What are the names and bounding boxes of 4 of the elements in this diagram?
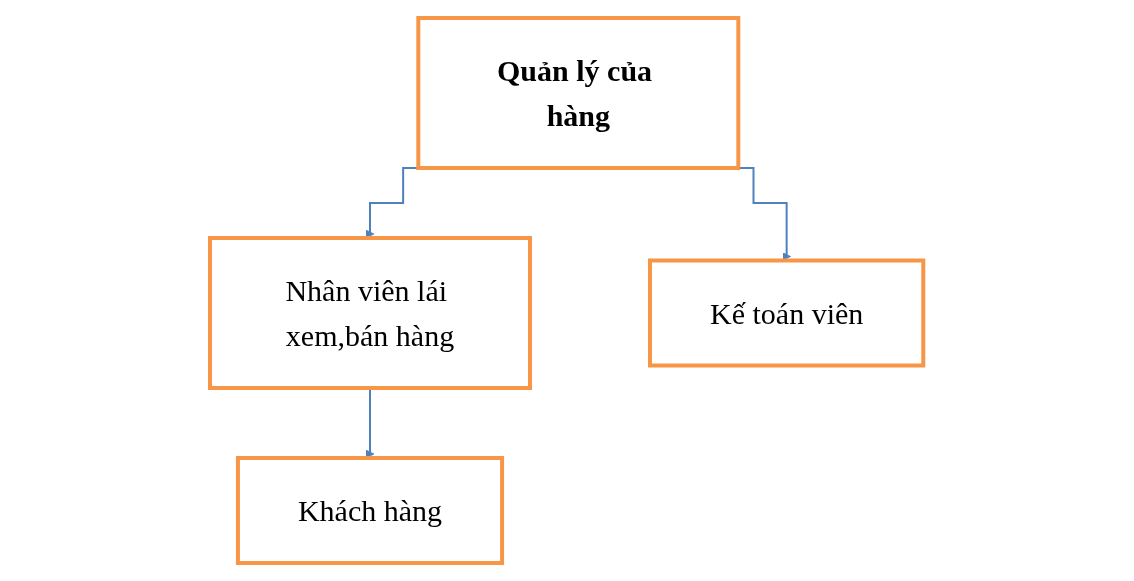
node-box: Kế toán viên xyxy=(648,258,926,368)
node-box: Nhân viên lái xem,bán hàng xyxy=(208,236,533,390)
node-box: Quản lý của hàng xyxy=(416,16,741,170)
node-box: Khách hàng xyxy=(236,456,505,565)
